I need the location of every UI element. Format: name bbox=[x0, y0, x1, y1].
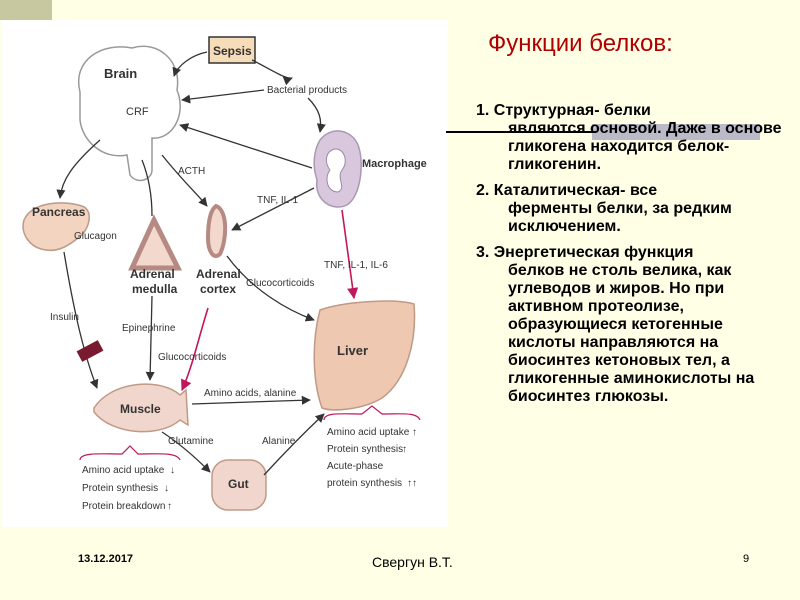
corner-decoration bbox=[0, 0, 52, 20]
arrow-cortex-muscle bbox=[181, 307, 209, 392]
gut-label: Gut bbox=[228, 477, 249, 491]
gut-shape bbox=[211, 459, 267, 511]
sepsis-metabolism-diagram: Brain CRF Sepsis Macrophage Pancreas Glu… bbox=[2, 20, 448, 527]
adrenal-cortex-label-2: cortex bbox=[200, 282, 236, 296]
muscle-effect-2: Protein synthesis bbox=[82, 483, 158, 494]
footer-author: Свергун В.Т. bbox=[372, 554, 453, 570]
list-item-lead: 2. Каталитическая- все bbox=[476, 182, 658, 199]
diagram-svg: Brain CRF Sepsis Macrophage Pancreas Glu… bbox=[22, 36, 427, 512]
muscle-effect-1: Amino acid uptake bbox=[82, 465, 165, 476]
arrow-muscle-liver bbox=[191, 395, 311, 405]
muscle-effect-arrow-1: ↓ bbox=[170, 465, 175, 476]
muscle-shape bbox=[93, 383, 189, 433]
glucagon-label: Glucagon bbox=[74, 231, 117, 242]
liver-effect-arrow-2: ↑ bbox=[402, 444, 407, 455]
insulin-label: Insulin bbox=[50, 312, 79, 323]
liver-effect-arrow-4: ↑↑ bbox=[407, 478, 417, 489]
arrow-macrophage-liver bbox=[341, 209, 359, 300]
adrenal-medulla-shape bbox=[128, 214, 183, 271]
crf-label: CRF bbox=[126, 106, 149, 118]
acth-label: ACTH bbox=[178, 166, 205, 177]
arrow-muscle-gut bbox=[161, 431, 211, 473]
tnf-il1-il6-label: TNF, IL-1, IL-6 bbox=[324, 260, 388, 271]
strike-line bbox=[446, 131, 596, 133]
liver-effect-arrow-1: ↑ bbox=[412, 427, 417, 438]
arrow-cortex-liver bbox=[226, 255, 315, 322]
muscle-effect-3: Protein breakdown bbox=[82, 501, 165, 512]
list-item-text: являются основой. Даже в основе гликоген… bbox=[508, 120, 782, 173]
liver-effect-4: protein synthesis bbox=[327, 478, 402, 489]
arrow-brain-medulla bbox=[141, 159, 153, 217]
sepsis-box bbox=[208, 36, 256, 64]
arrow-sepsis-bacterial bbox=[251, 59, 293, 86]
list-item-text: ферменты белки, за редким исключением. bbox=[508, 200, 732, 235]
liver-effect-2: Protein synthesis bbox=[327, 444, 403, 455]
list-item-lead: 1. Структурная- белки bbox=[476, 102, 651, 119]
list-item: 3. Энергетическая функция белков не стол… bbox=[476, 244, 794, 406]
arrow-brain-pancreas bbox=[56, 139, 101, 199]
arrow-macrophage-brain bbox=[179, 123, 313, 169]
adrenal-medulla-label-2: medulla bbox=[132, 282, 178, 296]
list-item: 2. Каталитическая- все ферменты белки, з… bbox=[476, 182, 794, 236]
arrow-brain-cortex bbox=[161, 154, 208, 207]
list-item-text: белков не столь велика, как углеводов и … bbox=[508, 262, 755, 405]
adrenal-cortex-label-1: Adrenal bbox=[196, 267, 241, 281]
arrow-pancreas-muscle bbox=[63, 251, 99, 389]
bacterial-products-label: Bacterial products bbox=[267, 85, 347, 96]
liver-effects-brace bbox=[323, 405, 421, 421]
glutamine-label: Glutamine bbox=[168, 436, 214, 447]
tnf-il1-label: TNF, IL-1 bbox=[257, 195, 299, 206]
amino-acids-alanine-label: Amino acids, alanine bbox=[204, 388, 297, 399]
glucocorticoids-right-label: Glucocorticoids bbox=[246, 278, 314, 289]
list-item-lead: 3. Энергетическая функция bbox=[476, 244, 694, 261]
adrenal-medulla-label-1: Adrenal bbox=[130, 267, 175, 281]
macrophage-label: Macrophage bbox=[362, 158, 427, 170]
arrow-sepsis-brain bbox=[172, 51, 208, 77]
muscle-effects-brace bbox=[79, 445, 181, 461]
slide-body: 1. Структурная- белки являются основой. … bbox=[476, 102, 794, 414]
arrow-gut-liver bbox=[263, 413, 325, 476]
arrow-medulla-muscle bbox=[145, 295, 155, 381]
liver-shape bbox=[313, 300, 416, 411]
alanine-label: Alanine bbox=[262, 436, 296, 447]
arrow-bacterial-brain bbox=[181, 89, 265, 104]
footer-date: 13.12.2017 bbox=[78, 553, 134, 565]
epinephrine-label: Epinephrine bbox=[122, 323, 176, 334]
arrow-macrophage-cortex bbox=[231, 187, 315, 231]
pancreas-shape bbox=[22, 202, 90, 252]
liver-effect-3: Acute-phase bbox=[327, 461, 384, 472]
slide-title: Функции белков: bbox=[488, 30, 673, 57]
footer-page-number: 9 bbox=[743, 553, 750, 565]
liver-label: Liver bbox=[337, 343, 368, 358]
brain-label: Brain bbox=[104, 66, 137, 81]
muscle-label: Muscle bbox=[120, 402, 161, 416]
muscle-effect-arrow-3: ↑ bbox=[167, 501, 172, 512]
insulin-block bbox=[76, 340, 104, 362]
list-item: 1. Структурная- белки являются основой. … bbox=[476, 102, 794, 174]
glucocorticoids-left-label: Glucocorticoids bbox=[158, 352, 226, 363]
muscle-effect-arrow-2: ↓ bbox=[164, 483, 169, 494]
macrophage-nucleus bbox=[325, 148, 346, 193]
sepsis-label: Sepsis bbox=[213, 44, 252, 58]
liver-effect-1: Amino acid uptake bbox=[327, 427, 410, 438]
arrow-bacterial-macrophage bbox=[307, 97, 326, 133]
brain-shape bbox=[77, 45, 181, 182]
pancreas-label: Pancreas bbox=[32, 205, 86, 219]
text-highlight bbox=[592, 124, 760, 140]
adrenal-cortex-shape bbox=[205, 203, 228, 258]
